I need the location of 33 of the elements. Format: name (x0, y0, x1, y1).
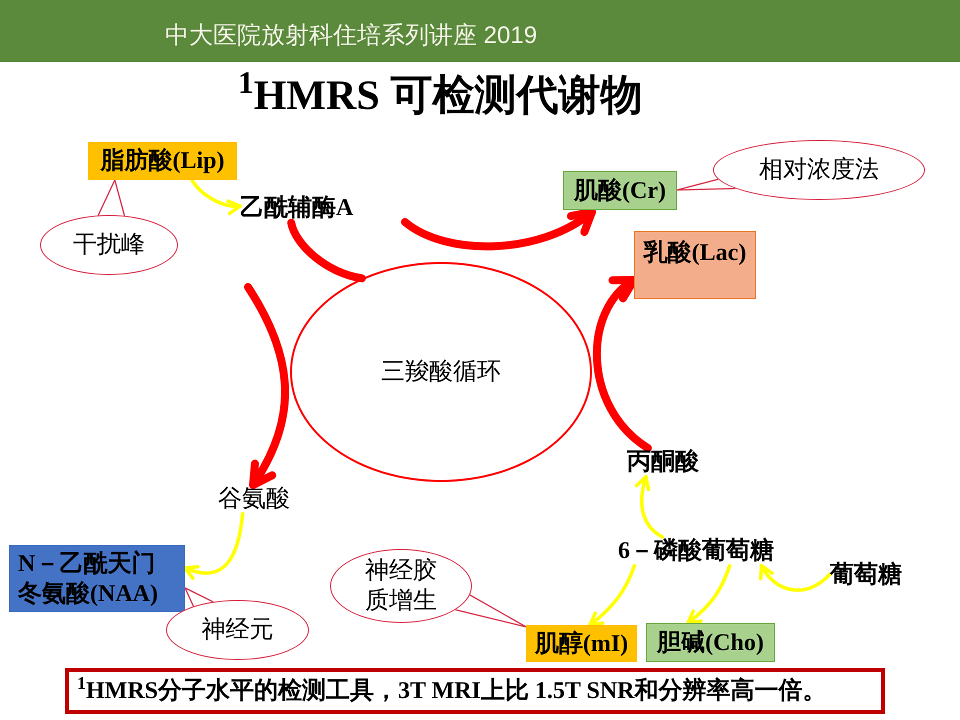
metabolite-box: N－乙酰天门冬氨酸(NAA) (9, 545, 185, 612)
curved-arrow (760, 564, 832, 592)
metabolite-box: 肌醇(mI) (526, 625, 637, 662)
curved-arrow (686, 564, 732, 625)
callout-tail (184, 587, 214, 607)
callout-bubble: 干扰峰 (40, 215, 178, 275)
callout-tail (98, 179, 126, 216)
callout-bubble: 神经元 (166, 600, 309, 660)
callout-tail (454, 594, 527, 628)
note-box: $^{1}$HMRS分子水平的检测工具，3T MRI上比 1.5T SNR和分辨率高一倍。 (65, 668, 885, 714)
metabolite-box: 脂肪酸(Lip) (88, 142, 237, 180)
curved-arrow (635, 475, 664, 539)
metabolite-label: 6－磷酸葡萄糖 (618, 537, 774, 566)
curved-arrow (190, 178, 242, 215)
callout-bubble: 神经胶质增生 (330, 549, 472, 623)
metabolite-box: 胆碱(Cho) (646, 623, 775, 662)
metabolite-box: 乳酸(Lac) (634, 231, 756, 299)
slide-title: $^{1}$HMRS 可检测代谢物 (238, 70, 642, 121)
cycle-ellipse: 三羧酸循环 (290, 262, 592, 482)
curved-arrow (401, 208, 596, 250)
callout-tail (676, 178, 736, 191)
curved-arrow (183, 512, 244, 580)
metabolite-label: 丙酮酸 (627, 448, 699, 477)
curved-arrow (593, 276, 652, 452)
curved-arrow (244, 283, 290, 489)
curved-arrow (588, 564, 636, 627)
metabolite-label: 葡萄糖 (830, 561, 902, 590)
metabolite-label: 乙酰辅酶A (240, 194, 354, 223)
metabolite-label: 谷氨酸 (218, 485, 290, 514)
callout-bubble: 相对浓度法 (713, 140, 925, 200)
curved-line (287, 218, 366, 282)
metabolite-box: 肌酸(Cr) (563, 171, 677, 210)
header-title: 中大医院放射科住培系列讲座 2019 (165, 24, 538, 48)
